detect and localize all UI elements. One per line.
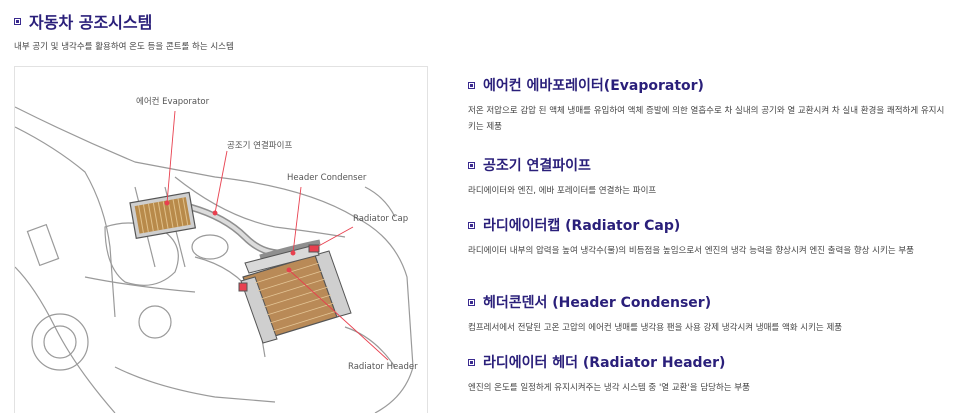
section-title: 라디에이터캡 (Radiator Cap)	[468, 215, 948, 235]
section-title: 헤더콘덴서 (Header Condenser)	[468, 292, 948, 312]
page-title: 자동차 공조시스템	[14, 9, 152, 33]
bullet-square-icon	[468, 161, 475, 169]
bullet-square-icon	[468, 358, 475, 366]
page-title-text: 자동차 공조시스템	[29, 13, 153, 32]
section-evaporator: 에어컨 에바포레이터(Evaporator) 저온 저압으로 감압 된 액체 냉…	[468, 75, 948, 135]
car-diagram: 에어컨 Evaporator 공조기 연결파이프 Header Condense…	[14, 66, 428, 413]
section-text: 라디에이터와 엔진, 에바 포레이터를 연결하는 파이프	[468, 186, 657, 196]
section-text: 엔진의 온도를 일정하게 유지시켜주는 냉각 시스템 중 '열 교환'을 담당하…	[468, 383, 750, 393]
label-evaporator: 에어컨 Evaporator	[136, 97, 210, 107]
section-title-text: 헤더콘덴서 (Header Condenser)	[483, 295, 712, 311]
bullet-square-icon	[468, 221, 475, 229]
label-header-condenser: Header Condenser	[287, 173, 367, 183]
label-pipe: 공조기 연결파이프	[227, 141, 293, 151]
section-title-text: 공조기 연결파이프	[483, 158, 591, 174]
section-radiator-cap: 라디에이터캡 (Radiator Cap) 라디에이터 내부의 압력을 높여 냉…	[468, 215, 948, 259]
section-title-text: 에어컨 에바포레이터(Evaporator)	[483, 78, 704, 94]
section-header-condenser: 헤더콘덴서 (Header Condenser) 컴프레서에서 전달된 고온 고…	[468, 292, 948, 336]
label-radiator-header: Radiator Header	[348, 362, 418, 372]
section-pipe: 공조기 연결파이프 라디에이터와 엔진, 에바 포레이터를 연결하는 파이프	[468, 155, 948, 199]
section-text: 라디에이터 내부의 압력을 높여 냉각수(물)의 비등점을 높임으로서 엔진의 …	[468, 246, 914, 256]
section-title-text: 라디에이터 헤더 (Radiator Header)	[483, 355, 726, 371]
section-text: 저온 저압으로 감압 된 액체 냉매를 유입하여 액체 증발에 의한 열흡수로 …	[468, 106, 945, 132]
car-illustration	[15, 106, 414, 413]
section-title: 에어컨 에바포레이터(Evaporator)	[468, 75, 948, 95]
section-title: 라디에이터 헤더 (Radiator Header)	[468, 352, 948, 372]
bullet-square-icon	[468, 298, 475, 306]
section-radiator-header: 라디에이터 헤더 (Radiator Header) 엔진의 온도를 일정하게 …	[468, 352, 948, 396]
page-subtitle: 내부 공기 및 냉각수를 활용하여 온도 등을 콘트롤 하는 시스템	[14, 42, 234, 52]
bullet-square-icon	[14, 17, 21, 25]
section-title: 공조기 연결파이프	[468, 155, 948, 175]
section-title-text: 라디에이터캡 (Radiator Cap)	[483, 218, 681, 234]
section-text: 컴프레서에서 전달된 고온 고압의 에어컨 냉매를 냉각용 팬을 사용 강제 냉…	[468, 323, 843, 333]
bullet-square-icon	[468, 81, 475, 89]
label-radiator-cap: Radiator Cap	[353, 214, 409, 224]
